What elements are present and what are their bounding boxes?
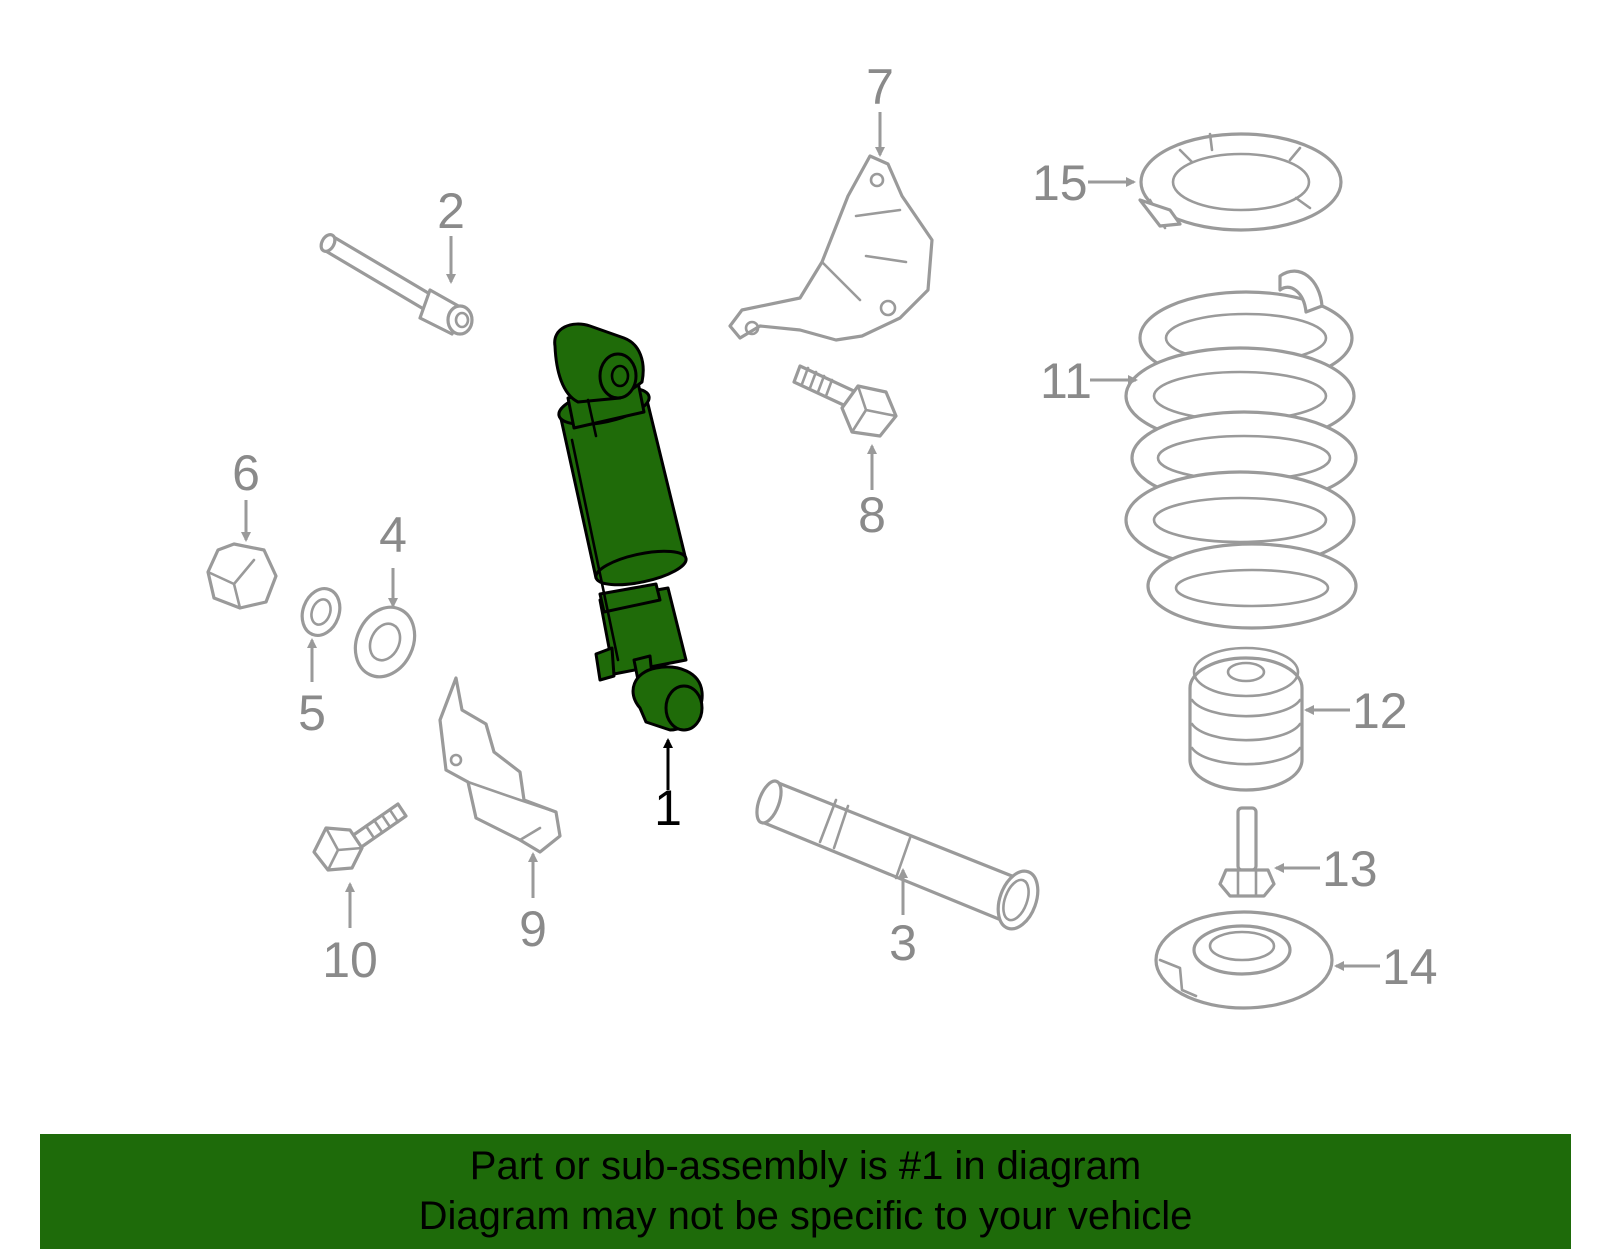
part-2-bolt[interactable] [318,232,474,336]
banner-line-2: Diagram may not be specific to your vehi… [418,1194,1193,1238]
callout-labels: 1 2 3 4 5 6 7 8 9 10 11 12 13 14 15 [232,59,1438,995]
part-14-lower-seat[interactable] [1154,910,1334,1010]
part-5-washer[interactable] [296,583,346,640]
callout-3[interactable]: 3 [889,915,917,971]
callout-6[interactable]: 6 [232,445,260,501]
callout-10[interactable]: 10 [322,932,378,988]
callout-7[interactable]: 7 [866,59,894,115]
part-13-stud[interactable] [1218,806,1276,898]
callout-11[interactable]: 11 [1040,353,1092,409]
part-10-bolt[interactable] [312,802,408,872]
part-1-shock-absorber[interactable] [553,322,704,732]
part-6-nut[interactable] [206,542,278,610]
callout-4[interactable]: 4 [379,507,407,563]
leader-lines [241,112,1380,971]
callout-9[interactable]: 9 [519,901,547,957]
callout-5[interactable]: 5 [298,685,326,741]
callout-8[interactable]: 8 [858,487,886,543]
callout-1[interactable]: 1 [654,780,682,836]
part-15-spring-seat[interactable] [1138,132,1343,232]
callout-2[interactable]: 2 [437,183,465,239]
part-7-bracket[interactable] [728,154,934,342]
callout-14[interactable]: 14 [1382,939,1438,995]
info-banner: Part or sub-assembly is #1 in diagram Di… [40,1134,1571,1249]
part-12-bump-stop[interactable] [1188,646,1304,792]
callout-15[interactable]: 15 [1032,155,1088,211]
part-9-bracket[interactable] [438,676,562,854]
callout-12[interactable]: 12 [1352,683,1408,739]
part-3-pin[interactable] [752,778,1045,934]
part-11-coil-spring[interactable] [1124,269,1358,630]
part-4-washer[interactable] [344,598,425,687]
callout-13[interactable]: 13 [1322,841,1378,897]
banner-line-1: Part or sub-assembly is #1 in diagram [469,1144,1142,1188]
part-8-bolt[interactable] [792,364,898,438]
